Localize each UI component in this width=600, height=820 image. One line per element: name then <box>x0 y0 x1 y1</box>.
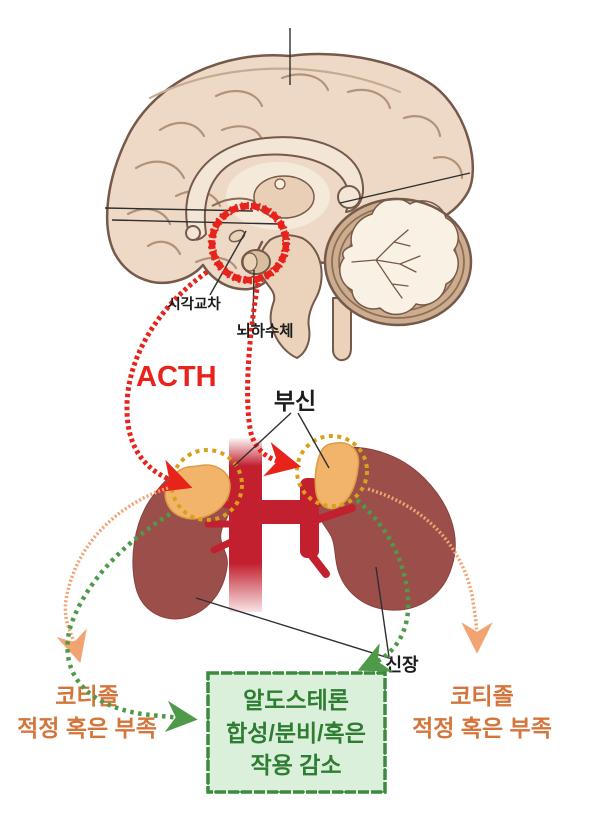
adrenal-pointer-right <box>297 412 330 469</box>
aldosterone-box-line3: 작용 감소 <box>250 752 341 778</box>
pituitary-highlight-circle <box>207 201 291 285</box>
optic-chiasm-label: 시각교차 <box>167 295 221 313</box>
optic-chiasm-pointer <box>209 230 247 296</box>
thalamus <box>253 175 315 219</box>
pituitary-anterior-lobe <box>242 252 258 272</box>
aldosterone-box-texture <box>207 672 386 793</box>
arbor-branches <box>351 229 421 299</box>
acth-arrow-right <box>245 282 302 477</box>
aldosterone-arrow-left <box>65 512 198 733</box>
cortisol-right-line1: 코티졸 <box>450 683 513 709</box>
aldosterone-box-line2: 합성/분비/혹은 <box>226 720 366 746</box>
splenium <box>337 185 361 209</box>
label-line-left-1 <box>104 207 254 212</box>
aldosterone-pathway: 알도스테론 합성/분비/혹은 작용 감소 <box>65 498 411 794</box>
optic-chiasm-shape <box>228 229 246 243</box>
label-line-left-2 <box>111 219 281 225</box>
yellow-ring-left <box>170 448 244 522</box>
aldosterone-box-line1: 알도스테론 <box>243 687 349 713</box>
acth-pathway: ACTH <box>124 269 302 493</box>
adrenal-label: 부신 <box>274 388 316 414</box>
brain-label-lines <box>104 28 471 323</box>
cortisol-left-line2: 적정 혹은 부족 <box>17 715 157 741</box>
acth-arrow-left <box>124 269 209 493</box>
cerebellum <box>323 197 473 327</box>
interthalamic-adhesion <box>274 178 286 190</box>
kidney-pointer-left <box>195 597 393 660</box>
aorta <box>229 438 262 612</box>
cortisol-right-line2: 적정 혹은 부족 <box>412 715 552 741</box>
kidney-label: 신장 <box>385 655 419 675</box>
brain-illustration <box>105 52 475 362</box>
adrenal-pointer-left <box>233 412 292 467</box>
label-line-right <box>339 172 471 204</box>
kidney-pointer-right <box>375 566 390 658</box>
yellow-ring-right <box>295 434 369 508</box>
pituitary-label: 뇌하수체 <box>236 322 293 340</box>
cortisol-pathways: 코티졸 적정 혹은 부족 코티졸 적정 혹은 부족 <box>17 486 552 741</box>
aldosterone-arrow-right <box>355 498 411 672</box>
gyri-lines <box>126 67 464 270</box>
genu <box>185 225 201 241</box>
anatomy-labels: 시각교차 뇌하수체 부신 신장 <box>167 295 419 675</box>
spinal-cord <box>332 297 352 362</box>
cortisol-arrow-right <box>367 487 493 654</box>
acth-label: ACTH <box>136 361 217 393</box>
